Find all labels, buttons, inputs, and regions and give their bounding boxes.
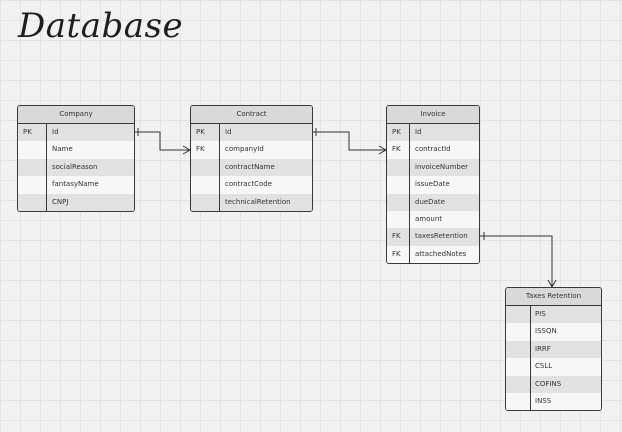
field-label: Id [225, 128, 232, 136]
field-label: INSS [535, 396, 552, 405]
invoice-table-header: Invoice [387, 106, 479, 124]
table-row[interactable]: contractCode [191, 176, 312, 194]
field-label: CNPJ [52, 197, 69, 206]
table-row[interactable]: FK contractId [387, 141, 479, 159]
company-rows: PK Id Name socialReason fantasyName CNPJ [18, 124, 134, 211]
field-label: taxesRetention [415, 232, 468, 241]
taxes-retention-table-header: Taxes Retention [506, 288, 601, 306]
field-label: contractId [415, 145, 451, 154]
field-label: contractCode [225, 180, 272, 189]
column-divider [46, 124, 47, 211]
table-row[interactable]: technicalRetention [191, 193, 312, 211]
table-row[interactable]: contractName [191, 158, 312, 177]
table-row[interactable]: INSS [506, 392, 601, 411]
company-table[interactable]: Company PK Id Name socialReason fantasyNa… [17, 105, 135, 212]
table-row[interactable]: Name [18, 141, 134, 159]
table-row[interactable]: PK Id [387, 124, 479, 142]
table-row[interactable]: socialReason [18, 158, 134, 177]
key-label: PK [392, 128, 401, 136]
column-divider [219, 124, 220, 211]
field-label: CSLL [535, 362, 553, 371]
field-label: Id [52, 128, 59, 136]
field-label: contractName [225, 162, 275, 171]
field-label: amount [415, 214, 443, 223]
relation-company-contract [133, 131, 190, 151]
invoice-table[interactable]: Invoice PK Id FK contractId invoiceNumber … [386, 105, 480, 265]
key-label: FK [392, 249, 401, 258]
table-row[interactable]: FK companyId [191, 141, 312, 159]
field-label: invoiceNumber [415, 162, 469, 171]
invoice-rows: PK Id FK contractId invoiceNumber issueDat… [387, 124, 479, 264]
field-label: issueDate [415, 180, 450, 189]
contract-rows: PK Id FK companyId contractName contractCo… [191, 124, 312, 211]
table-row[interactable]: PK Id [18, 124, 134, 142]
field-label: COFINS [535, 379, 562, 388]
field-label: PIS [535, 310, 546, 318]
field-label: IRRF [535, 344, 551, 353]
table-row[interactable]: CSLL [506, 358, 601, 376]
field-label: socialReason [52, 162, 98, 171]
table-row[interactable]: FK taxesRetention [387, 228, 479, 246]
table-row[interactable]: PIS [506, 306, 601, 324]
key-label: FK [392, 145, 401, 154]
field-label: fantasyName [52, 180, 99, 189]
contract-table-header: Contract [191, 106, 312, 124]
contract-table[interactable]: Contract PK Id FK companyId contractName c… [190, 105, 313, 212]
table-row[interactable]: fantasyName [18, 176, 134, 194]
field-label: dueDate [415, 197, 445, 206]
table-row[interactable]: ISSQN [506, 323, 601, 341]
field-label: companyId [225, 145, 264, 154]
key-label: PK [196, 128, 205, 136]
taxes-rows: PIS ISSQN IRRF CSLL COFINS INSS [506, 306, 601, 411]
field-label: technicalRetention [225, 197, 291, 206]
table-row[interactable]: CNPJ [18, 193, 134, 211]
table-row[interactable]: invoiceNumber [387, 158, 479, 177]
column-divider [409, 124, 410, 264]
table-row[interactable]: issueDate [387, 176, 479, 194]
table-row[interactable]: dueDate [387, 193, 479, 211]
field-label: attachedNotes [415, 249, 467, 258]
column-divider [530, 306, 531, 411]
key-label: PK [23, 128, 32, 136]
key-label: FK [392, 232, 401, 241]
key-label: FK [196, 145, 205, 154]
table-row[interactable]: PK Id [191, 124, 312, 142]
company-table-header: Company [18, 106, 134, 124]
field-label: Name [52, 145, 73, 154]
relation-invoice-taxes [478, 235, 553, 287]
field-label: ISSQN [535, 327, 557, 336]
diagram-title: Database [18, 6, 184, 46]
table-row[interactable]: IRRF [506, 340, 601, 359]
table-row[interactable]: amount [387, 210, 479, 229]
table-row[interactable]: FK attachedNotes [387, 245, 479, 264]
relation-contract-invoice [311, 131, 386, 151]
taxes-retention-table[interactable]: Taxes Retention PIS ISSQN IRRF CSLL COFI… [505, 287, 602, 412]
field-label: Id [415, 128, 422, 136]
table-row[interactable]: COFINS [506, 375, 601, 393]
